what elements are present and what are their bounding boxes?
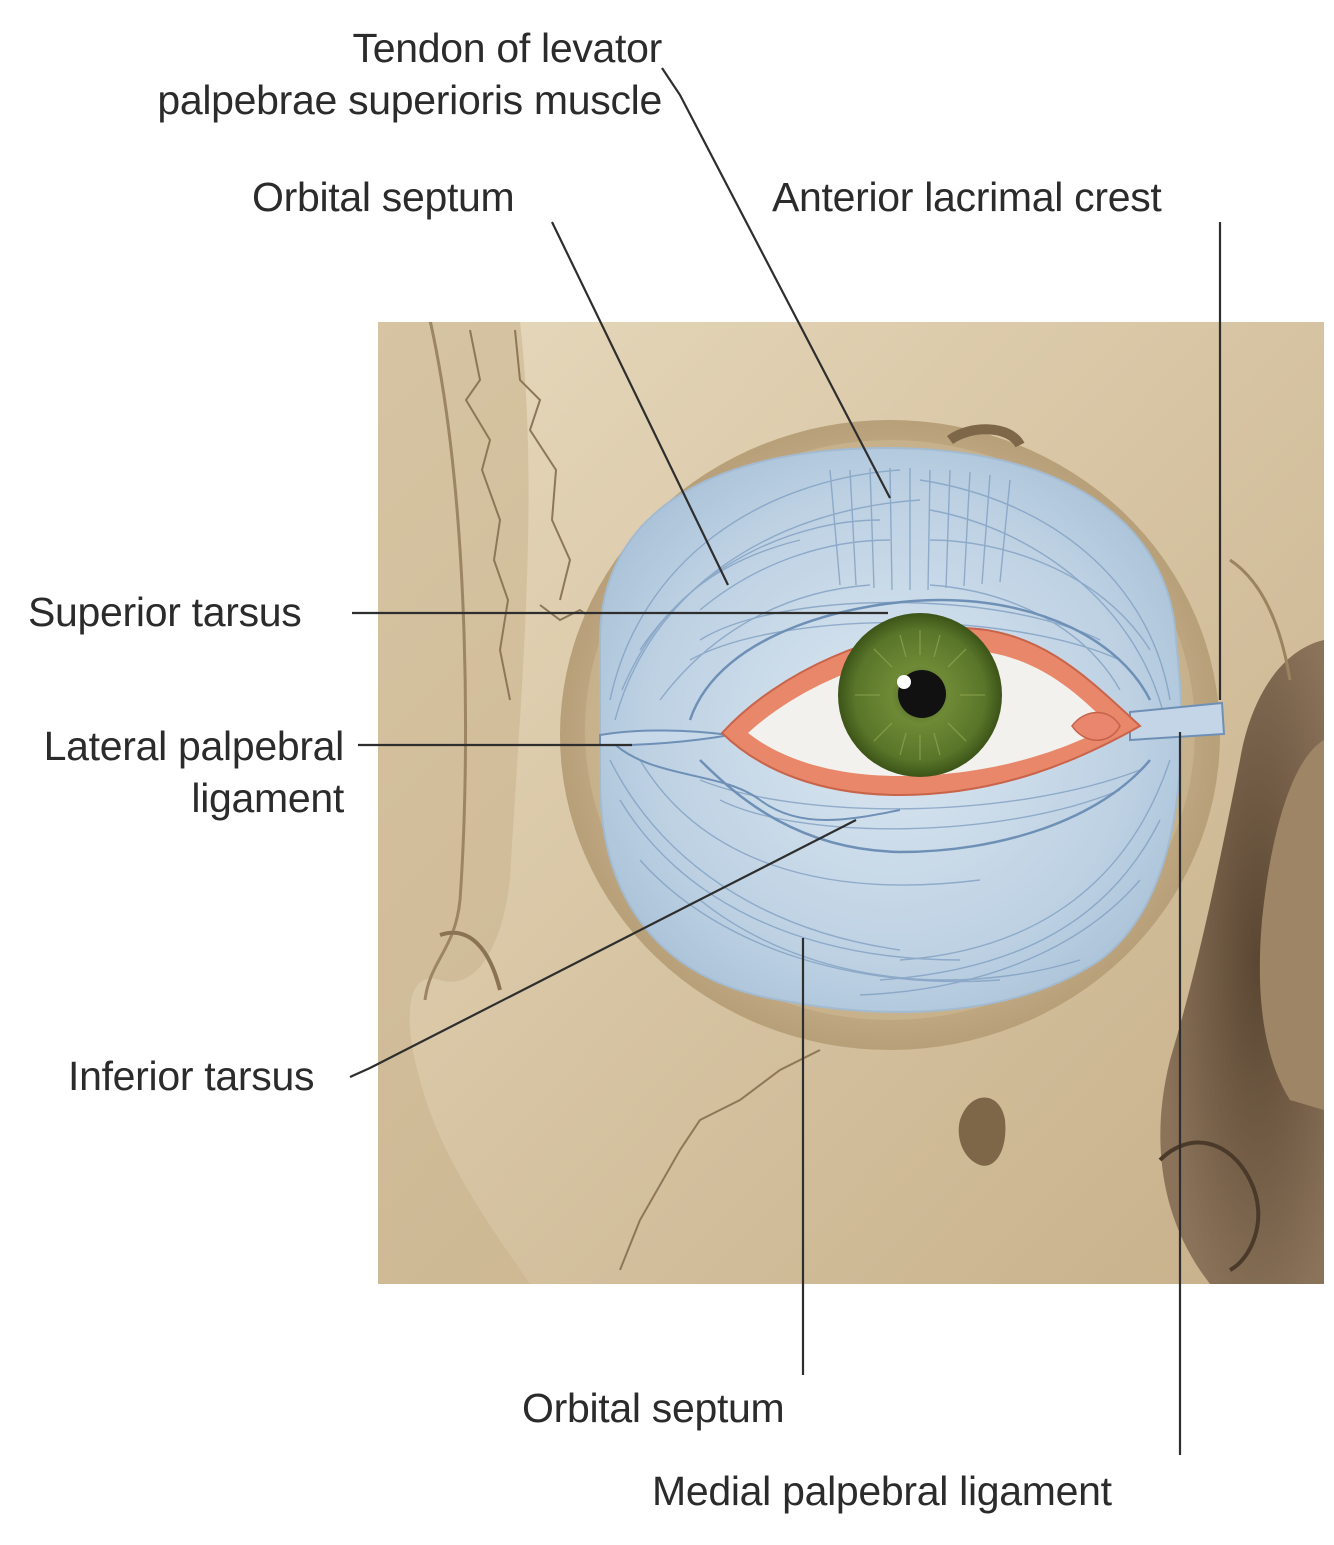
label-levator-tendon: Tendon of levator palpebrae superioris m… — [157, 22, 662, 126]
label-medial-palpebral-ligament: Medial palpebral ligament — [652, 1465, 1112, 1517]
label-levator-tendon-line2: palpebrae superioris muscle — [157, 74, 662, 126]
label-anterior-lacrimal-crest: Anterior lacrimal crest — [772, 171, 1162, 223]
label-lateral-palpebral-ligament: Lateral palpebral ligament — [44, 720, 344, 824]
label-lateral-palpebral-line1: Lateral palpebral — [44, 720, 344, 772]
label-inferior-tarsus: Inferior tarsus — [68, 1050, 314, 1102]
label-levator-tendon-line1: Tendon of levator — [157, 22, 662, 74]
label-orbital-septum-bottom: Orbital septum — [522, 1382, 784, 1434]
label-superior-tarsus: Superior tarsus — [28, 586, 302, 638]
label-orbital-septum-top: Orbital septum — [252, 171, 514, 223]
eye-highlight — [897, 675, 911, 689]
label-lateral-palpebral-line2: ligament — [44, 772, 344, 824]
